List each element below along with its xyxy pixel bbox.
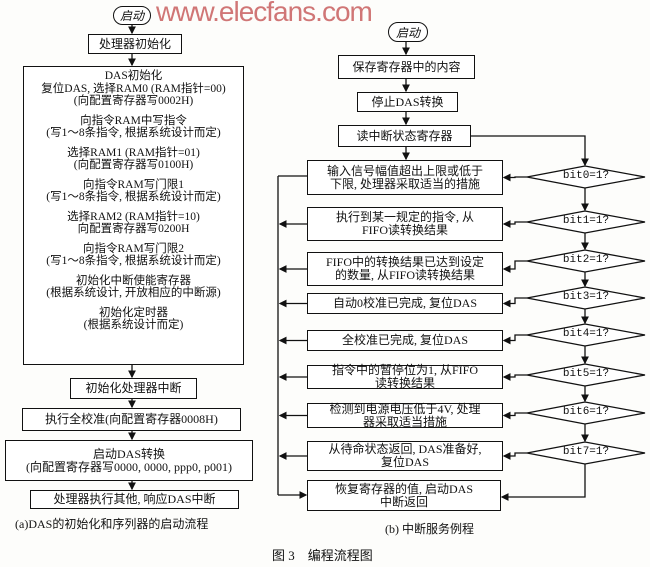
decision-diamond — [526, 249, 646, 273]
das-init-line: 向指令RAM写门限1 — [83, 178, 184, 191]
restore-return-box: 恢复寄存器的值, 启动DAS 中断返回 — [307, 480, 501, 511]
yes-arrow — [502, 260, 527, 273]
action-line: 器采取适当措施 — [362, 414, 447, 429]
decision-diamond — [526, 286, 646, 310]
caption-a: (a)DAS的初始化和序列器的启动流程 — [15, 517, 209, 531]
yes-arrow — [502, 220, 527, 228]
stop-das-box: 停止DAS转换 — [357, 92, 458, 112]
action-line: 检测到电源电压低于4V, 处理 — [329, 401, 481, 416]
das-init-step: 选择RAM2 (RAM指针=10)向配置寄存器写0200H — [67, 211, 200, 236]
action-line: 全校准已完成, 复位DAS — [341, 333, 468, 347]
interrupt-action-box: 自动0校准已完成, 复位DAS — [307, 293, 503, 314]
das-init-line: (向配置寄存器写0002H) — [73, 95, 194, 107]
das-init-line: 向配置寄存器写0200H — [77, 223, 190, 235]
action-line: 自动0校准已完成, 复位DAS — [332, 296, 477, 310]
action-line: 的数量, 从FIFO读转换结果 — [334, 268, 475, 282]
decision-label: bit6=1? — [562, 406, 610, 418]
restore-line-2: 中断返回 — [379, 494, 428, 509]
das-init-line: (向配置寄存器写0100H) — [73, 159, 194, 171]
interrupt-action-box: 检测到电源电压低于4V, 处理器采取适当措施 — [307, 401, 503, 429]
action-line: FIFO中的转换结果已达到设定 — [325, 255, 484, 269]
action-line: 复位DAS — [380, 455, 429, 469]
yes-arrow — [502, 297, 527, 308]
das-init-line: (写1～8条指令, 根据系统设计而定) — [46, 127, 221, 139]
decision-label: bit2=1? — [562, 254, 610, 266]
processor-init-box: 处理器初始化 — [88, 34, 182, 54]
decision-label: bit5=1? — [562, 368, 610, 380]
das-init-step: 向指令RAM写门限2(写1～8条指令, 根据系统设计而定) — [46, 243, 220, 268]
das-init-line: 选择RAM1 (RAM指针=01) — [67, 146, 200, 159]
das-init-step: 向指令RAM中写指令(写1～8条指令, 根据系统设计而定) — [46, 115, 220, 140]
interrupt-action-box: FIFO中的转换结果已达到设定的数量, 从FIFO读转换结果 — [307, 252, 503, 286]
yes-arrow — [502, 411, 527, 420]
das-init-step: 初始化中断使能寄存器(根据系统设计, 开放相应的中断源) — [46, 275, 220, 300]
decision-diamond — [526, 210, 646, 234]
decision-label: bit3=1? — [562, 291, 610, 303]
end-arrow — [500, 464, 586, 501]
action-line: 执行到某一规定的指令, 从 — [335, 210, 474, 224]
figure-title: 图 3 编程流程图 — [272, 548, 373, 563]
das-init-line: 向指令RAM中写指令 — [80, 114, 187, 127]
das-init-line: (写1～8条指令, 根据系统设计而定) — [46, 191, 221, 203]
decision-diamond — [526, 323, 646, 347]
yes-arrow — [502, 452, 527, 460]
das-init-line: (根据系统设计而定) — [83, 319, 184, 331]
interrupt-action-box: 从待命状态返回, DAS准备好,复位DAS — [307, 441, 503, 471]
start-das-detail: (向配置寄存器写0000, 0000, ppp0, p001) — [26, 459, 232, 474]
das-init-line: DAS初始化 — [104, 70, 163, 82]
decision-diamond — [526, 401, 646, 425]
right-start-terminal: 启动 — [388, 22, 428, 42]
action-line: 输入信号幅值超出上限或低于 — [326, 163, 483, 178]
das-init-line: (根据系统设计, 开放相应的中断源) — [46, 287, 221, 299]
start-das-box: 启动DAS转换 (向配置寄存器写0000, 0000, ppp0, p001) — [5, 440, 253, 481]
read-status-box: 读中断状态寄存器 — [338, 125, 471, 147]
yes-arrow — [502, 373, 527, 381]
start-das-title: 启动DAS转换 — [92, 446, 165, 461]
das-init-step: 初始化定时器(根据系统设计而定) — [84, 307, 184, 332]
das-init-step: DAS初始化复位DAS, 选择RAM0 (RAM指针=00)(向配置寄存器写00… — [41, 70, 225, 108]
decision-label: bit0=1? — [562, 170, 610, 182]
decision-diamond — [526, 363, 646, 387]
decision-label: bit1=1? — [562, 215, 610, 227]
yes-arrow — [502, 173, 527, 182]
das-init-line: (写1～8条指令, 根据系统设计而定) — [46, 255, 221, 267]
das-init-line: 初始化中断使能寄存器 — [75, 274, 191, 287]
action-line: 下限, 处理器采取适当的措施 — [329, 176, 480, 191]
das-init-line: 复位DAS, 选择RAM0 (RAM指针=00) — [41, 82, 226, 95]
action-line: 指令中的暂停位为1, 从FIFO — [331, 363, 478, 377]
left-start-terminal: 启动 — [113, 6, 151, 25]
interrupt-action-box: 全校准已完成, 复位DAS — [307, 330, 503, 351]
decision-label: bit4=1? — [562, 328, 610, 340]
das-init-step: 选择RAM1 (RAM指针=01)(向配置寄存器写0100H) — [67, 147, 200, 172]
init-irq-box: 初始化处理器中断 — [70, 378, 197, 399]
das-init-box: DAS初始化复位DAS, 选择RAM0 (RAM指针=00)(向配置寄存器写00… — [23, 66, 244, 365]
das-init-line: 选择RAM2 (RAM指针=10) — [67, 210, 200, 223]
action-line: 从待命状态返回, DAS准备好, — [328, 442, 482, 456]
interrupt-action-box: 输入信号幅值超出上限或低于下限, 处理器采取适当的措施 — [307, 160, 503, 195]
save-registers-box: 保存寄存器中的内容 — [338, 55, 475, 79]
das-init-step: 向指令RAM写门限1(写1～8条指令, 根据系统设计而定) — [46, 179, 220, 204]
restore-line-1: 恢复寄存器的值, 启动DAS — [334, 481, 473, 496]
das-init-line: 向指令RAM写门限2 — [83, 242, 184, 255]
watermark: www.elecfans.com — [156, 0, 373, 27]
decision-diamond — [526, 441, 646, 465]
caption-b: (b) 中断服务例程 — [385, 522, 474, 536]
action-line: FIFO读转换结果 — [361, 223, 448, 237]
yes-arrow — [502, 334, 527, 345]
full-calibration-box: 执行全校准(向配置寄存器0008H) — [22, 408, 241, 431]
decision-diamond — [526, 165, 646, 189]
das-init-line: 初始化定时器 — [98, 306, 168, 319]
processor-other-box: 处理器执行其他, 响应DAS中断 — [30, 490, 239, 509]
action-line: 读转换结果 — [374, 376, 435, 390]
decision-label: bit7=1? — [562, 446, 610, 458]
